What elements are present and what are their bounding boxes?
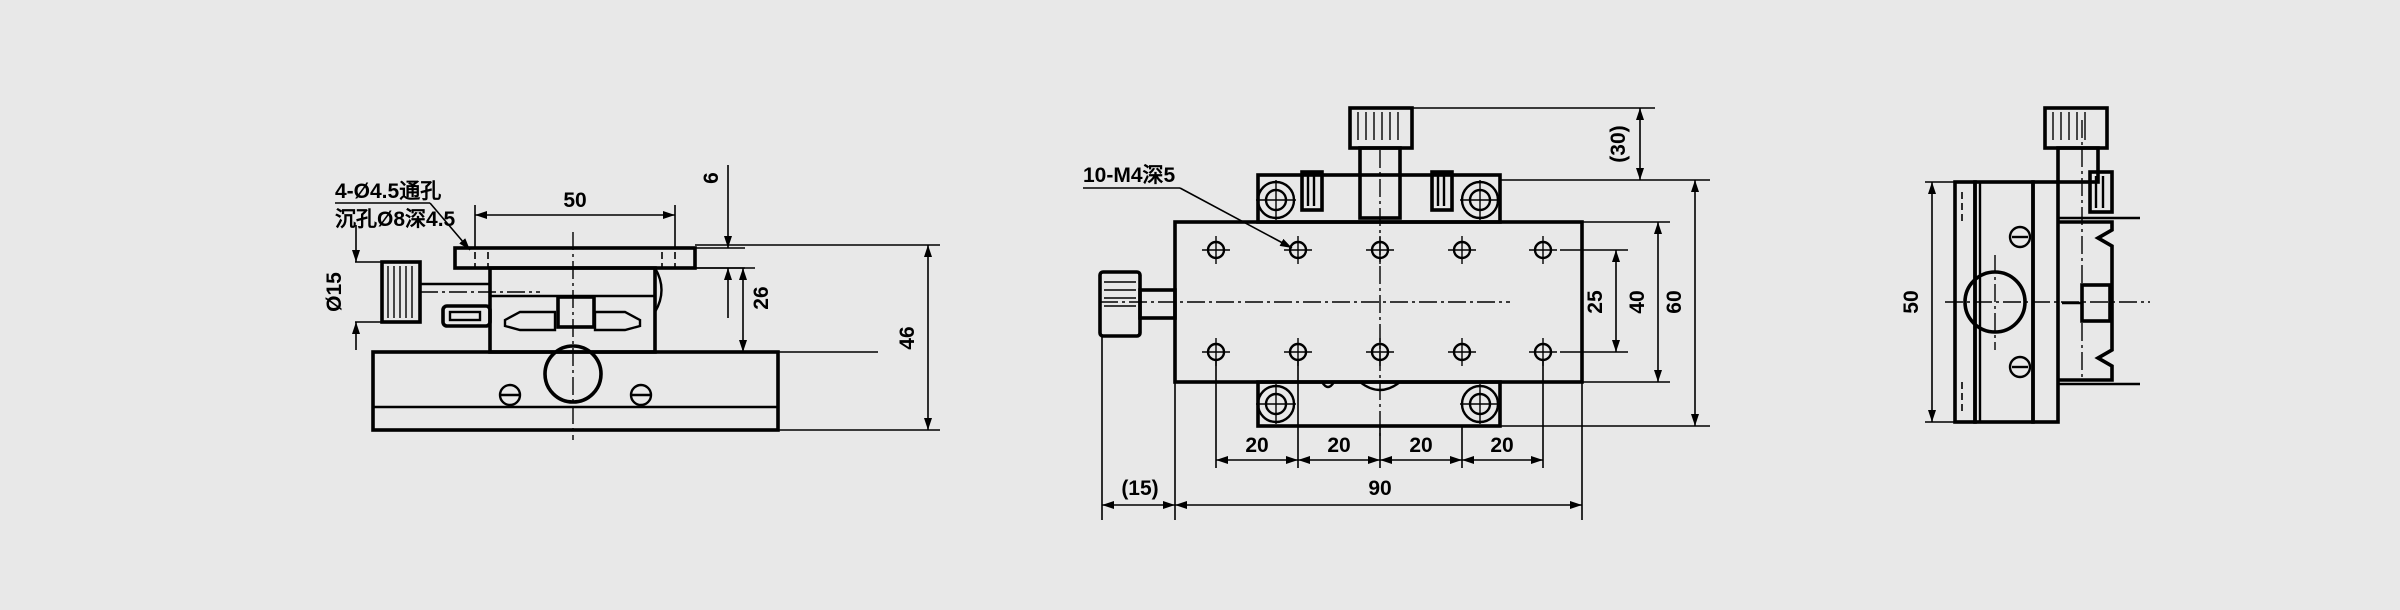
corner-screw-bl	[1256, 384, 1296, 424]
dim-60: 60	[1663, 290, 1686, 313]
right-screw-top	[2008, 225, 2032, 249]
dim-46: 46	[896, 326, 919, 349]
callout-thread-holes: 10-M4深5	[1083, 164, 1176, 187]
dovetail-left	[503, 310, 557, 332]
corner-screw-br	[1460, 384, 1500, 424]
right-gib	[2080, 283, 2112, 323]
base-block	[371, 350, 780, 432]
right-knob-shaft	[2056, 146, 2100, 184]
base-screw-right	[629, 383, 653, 407]
callout-through-holes: 4-Ø4.5通孔	[335, 180, 441, 203]
right-top-knob	[2043, 106, 2109, 150]
dim-knob-diameter: Ø15	[323, 272, 346, 312]
right-clamp	[2088, 170, 2114, 214]
dovetail-right	[593, 310, 642, 332]
top-plate	[453, 246, 697, 270]
dim-pitch-2: 20	[1327, 434, 1350, 457]
side-knob-shaft	[1138, 288, 1177, 320]
right-screw-bottom	[2008, 355, 2032, 379]
thread-holes-top	[1202, 236, 1557, 264]
top-knob	[1348, 106, 1414, 150]
clamp-right	[1430, 170, 1454, 212]
carriage-body	[488, 266, 657, 354]
side-flange	[653, 267, 663, 313]
dim-40: 40	[1626, 290, 1649, 313]
gib-block	[556, 295, 596, 329]
clamp-left	[1300, 170, 1324, 212]
corner-screw-tl	[1256, 180, 1296, 220]
dim-pitch-1: 20	[1245, 434, 1268, 457]
left-view: 50 6 26 46 Ø15 4-Ø4.5通孔 沉孔Ø8深4.5	[323, 165, 940, 440]
dim-pitch-4: 20	[1490, 434, 1513, 457]
callout-counterbore: 沉孔Ø8深4.5	[335, 208, 456, 231]
corner-screw-tr	[1460, 180, 1500, 220]
dim-knob-projection: (30)	[1607, 125, 1630, 162]
dim-26: 26	[750, 286, 773, 309]
dim-50-top: 50	[563, 189, 586, 212]
dim-knob-offset: (15)	[1121, 477, 1158, 500]
right-dovetail-profile	[2058, 220, 2114, 382]
dim-25: 25	[1584, 290, 1607, 314]
front-view: 10-M4深5 (30) 25 40 60 20 20 20	[1083, 106, 1710, 520]
right-view: 50	[1900, 106, 2150, 424]
dim-90: 90	[1368, 477, 1391, 500]
knob-shaft	[441, 304, 492, 328]
dim-50-right: 50	[1900, 290, 1923, 313]
dim-6: 6	[700, 172, 723, 184]
thread-holes-bottom	[1202, 338, 1557, 366]
dim-pitch-3: 20	[1409, 434, 1432, 457]
base-screw-left	[498, 383, 522, 407]
